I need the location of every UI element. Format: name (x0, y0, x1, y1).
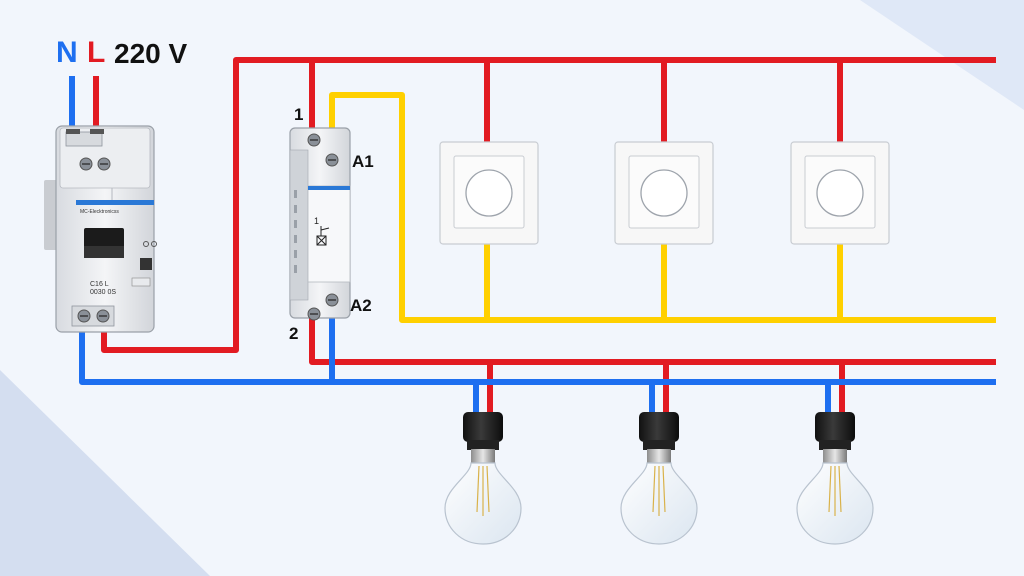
relay-symbol: 1 (314, 216, 330, 246)
relay-terminal-2-label: 2 (289, 324, 299, 343)
breaker-bottom-terminals (71, 305, 115, 327)
switch-2 (614, 141, 714, 245)
switch-3 (790, 141, 890, 245)
impulse-relay: 1 (289, 127, 351, 321)
control-bus-wire (329, 92, 996, 323)
breaker-rating-2: 0030 0S (90, 289, 116, 296)
line-label: L (87, 36, 106, 69)
breaker-toggle (84, 228, 124, 250)
breaker-rating-1: C16 L (90, 281, 109, 288)
breaker-brand-text: MC-Elecktronicss (80, 209, 119, 215)
switch-2-button (640, 169, 688, 217)
neutral-bus-wire (79, 318, 996, 385)
lamp-line-bus-wire (309, 318, 996, 365)
lamp-2 (620, 412, 698, 545)
switch-3-button (816, 169, 864, 217)
lamp-1 (444, 412, 522, 545)
rcbo-breaker: MC-Elecktronicss C16 L 0030 0S (44, 125, 157, 333)
switch-1-button (465, 169, 513, 217)
relay-terminal-a1-label: A1 (352, 152, 374, 171)
breaker-top-terminals (65, 129, 111, 171)
switch-1 (439, 141, 539, 245)
lamp-3 (796, 412, 874, 545)
wires (69, 57, 996, 420)
svg-text:1: 1 (314, 216, 319, 226)
relay-terminal-1-label: 1 (294, 105, 304, 124)
relay-terminal-a2-label: A2 (350, 296, 372, 315)
voltage-label: 220 V (114, 38, 188, 69)
neutral-label: N (56, 36, 78, 69)
